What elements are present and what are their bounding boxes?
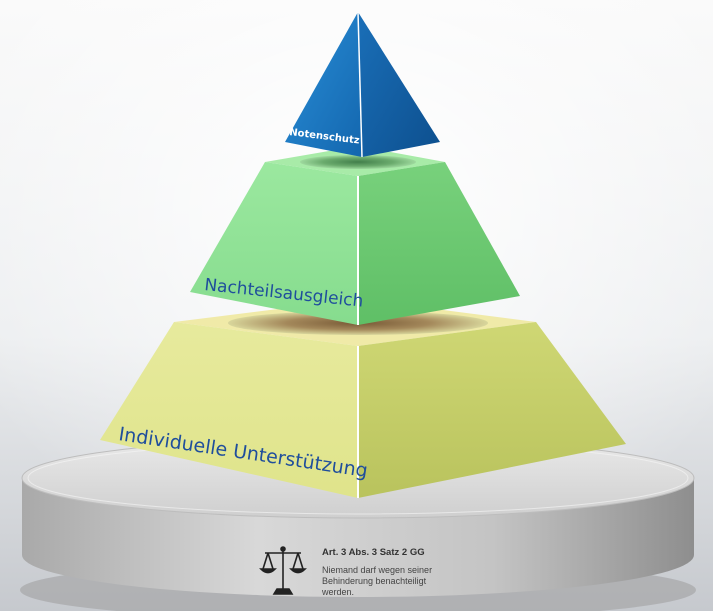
law-text-line-2: Behinderung benachteiligt bbox=[322, 576, 427, 586]
law-text-line-1: Niemand darf wegen seiner bbox=[322, 565, 432, 575]
law-text-line-3: werden. bbox=[321, 587, 354, 597]
tier-nachteilsausgleich bbox=[190, 146, 520, 325]
law-reference-title: Art. 3 Abs. 3 Satz 2 GG bbox=[322, 547, 425, 558]
tier-notenschutz bbox=[285, 11, 440, 158]
scales-of-justice-icon bbox=[259, 546, 307, 595]
